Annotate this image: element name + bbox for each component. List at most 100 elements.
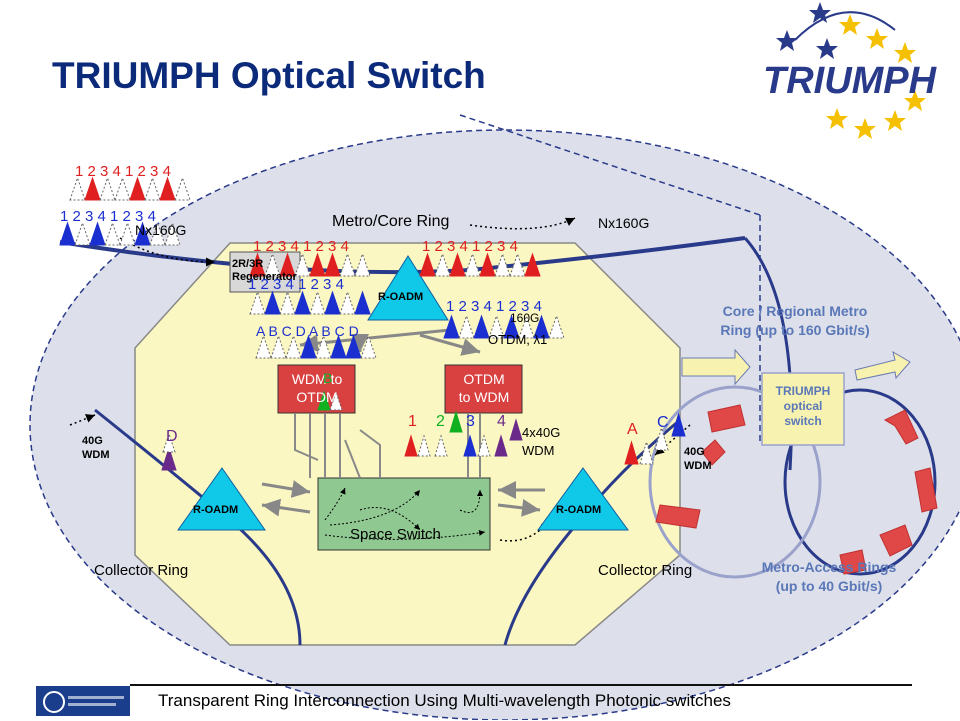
blue-pulse <box>134 221 151 246</box>
otdm-to-wdm-box <box>444 364 523 414</box>
collector-ring-right-label: Collector Ring <box>598 562 693 579</box>
roadm-top-triangle <box>367 255 449 321</box>
otdm-lambda-label: OTDM, λ1 <box>488 332 548 347</box>
blue-pulse <box>279 290 296 315</box>
red-pulse <box>84 176 101 201</box>
page-title: TRIUMPH Optical Switch <box>52 55 486 96</box>
red-pulse <box>354 252 371 277</box>
red-pulse <box>404 434 418 457</box>
blue-pulse <box>330 334 347 359</box>
blue-pulse <box>315 334 332 359</box>
blue-pulse <box>104 221 121 246</box>
triumph-logo: TRIUMPH <box>755 0 955 140</box>
space-switch-label: Space Switch <box>350 526 441 543</box>
footer-caption: Transparent Ring Interconnection Using M… <box>158 691 731 710</box>
regenerator-label: 2R/3R Regenerator <box>232 258 297 283</box>
blue-pulse <box>503 314 520 339</box>
blue-pulse <box>324 290 341 315</box>
blue-pulse <box>294 290 311 315</box>
blue-pulse <box>249 290 266 315</box>
space-switch-box <box>317 477 491 551</box>
nx160g-left-label: Nx160G <box>135 222 187 238</box>
channel-c-label: C <box>657 414 669 431</box>
red-pulse <box>129 176 146 201</box>
collector-ring-left-label: Collector Ring <box>94 562 189 579</box>
framework-programme-logo <box>36 686 130 716</box>
seq-right-red: 1 2 3 4 1 2 3 4 <box>422 238 518 255</box>
blue-pulse <box>458 314 475 339</box>
roadm-right-triangle <box>537 467 629 531</box>
red-pulse <box>509 252 526 277</box>
green-pulse <box>317 390 331 411</box>
wdm-4x40g-label: 4x40G WDM <box>522 425 561 458</box>
blue-pulse <box>654 426 669 451</box>
roadm-top-label: R-OADM <box>378 291 424 303</box>
blue-pulse <box>59 221 76 246</box>
red-pulse <box>144 176 161 201</box>
blue-pulse <box>74 221 91 246</box>
blue-pulse <box>264 290 281 315</box>
blue-pulse <box>285 334 302 359</box>
purple-pulse <box>494 434 508 457</box>
blue-pulse <box>89 221 106 246</box>
seq-regen-red: 1 2 3 4 1 2 3 4 <box>253 238 349 255</box>
core-regional-label: Core / Regional Metro Ring (up to 160 Gb… <box>720 303 870 338</box>
red-pulse <box>464 252 481 277</box>
blue-pulse <box>255 334 272 359</box>
red-pulse <box>279 252 296 277</box>
channel-1-label: 1 <box>408 413 417 430</box>
blue-pulse <box>473 314 490 339</box>
green-pulse <box>449 410 463 433</box>
space-switch-paths <box>324 487 486 540</box>
red-pulse <box>524 252 541 277</box>
blue-pulse <box>443 314 460 339</box>
seq-abcd: A B C D A B C D <box>256 323 359 339</box>
channel-4-label: 4 <box>497 413 506 430</box>
channel-b-label: B <box>323 370 333 386</box>
160g-label: 160G <box>510 311 540 325</box>
channel-d-label: D <box>166 428 178 445</box>
blue-pulse <box>477 434 491 457</box>
access-ring-arrows <box>655 404 938 575</box>
red-pulse <box>69 176 86 201</box>
red-pulse <box>449 252 466 277</box>
access-ring-right <box>783 388 937 576</box>
red-pulse <box>624 440 639 465</box>
wdm-40g-right-label: 40G WDM <box>684 446 712 472</box>
blue-pulse <box>548 314 565 339</box>
red-pulse <box>324 252 341 277</box>
blue-pulse <box>164 221 181 246</box>
red-pulse <box>159 176 176 201</box>
core-arrow-left <box>681 348 751 386</box>
blue-pulse <box>300 334 317 359</box>
green-pulse <box>329 390 343 411</box>
seq-top-blue: 1 2 3 4 1 2 3 4 <box>60 208 156 225</box>
red-pulse <box>434 252 451 277</box>
red-pulse <box>174 176 191 201</box>
blue-pulse <box>354 290 371 315</box>
access-ring-center <box>648 385 822 579</box>
framework-logo-icon <box>36 686 130 716</box>
red-pulse <box>264 252 281 277</box>
purple-pulse <box>509 418 523 441</box>
red-pulse <box>339 252 356 277</box>
metro-access-label: Metro-Access Rings (up to 40 Gbit/s) <box>761 559 897 594</box>
metro-core-ring-label: Metro/Core Ring <box>332 213 450 230</box>
roadm-left-label: R-OADM <box>193 504 239 516</box>
red-pulse <box>99 176 116 201</box>
red-pulse <box>419 252 436 277</box>
wdm-40g-left-label: 40G WDM <box>82 435 110 461</box>
seq-top-red: 1 2 3 4 1 2 3 4 <box>75 163 171 180</box>
blue-pulse <box>270 334 287 359</box>
blue-pulse <box>345 334 362 359</box>
red-pulse <box>494 252 511 277</box>
blue-pulse <box>149 221 166 246</box>
footer-rule <box>130 684 912 686</box>
channel-3-label: 3 <box>466 413 475 430</box>
core-arrow-right <box>854 350 911 381</box>
otdm-to-wdm-label: OTDM to WDM <box>458 371 510 405</box>
projection-line-top <box>459 114 761 216</box>
blue-pulse <box>463 434 477 457</box>
blue-pulse <box>360 334 377 359</box>
